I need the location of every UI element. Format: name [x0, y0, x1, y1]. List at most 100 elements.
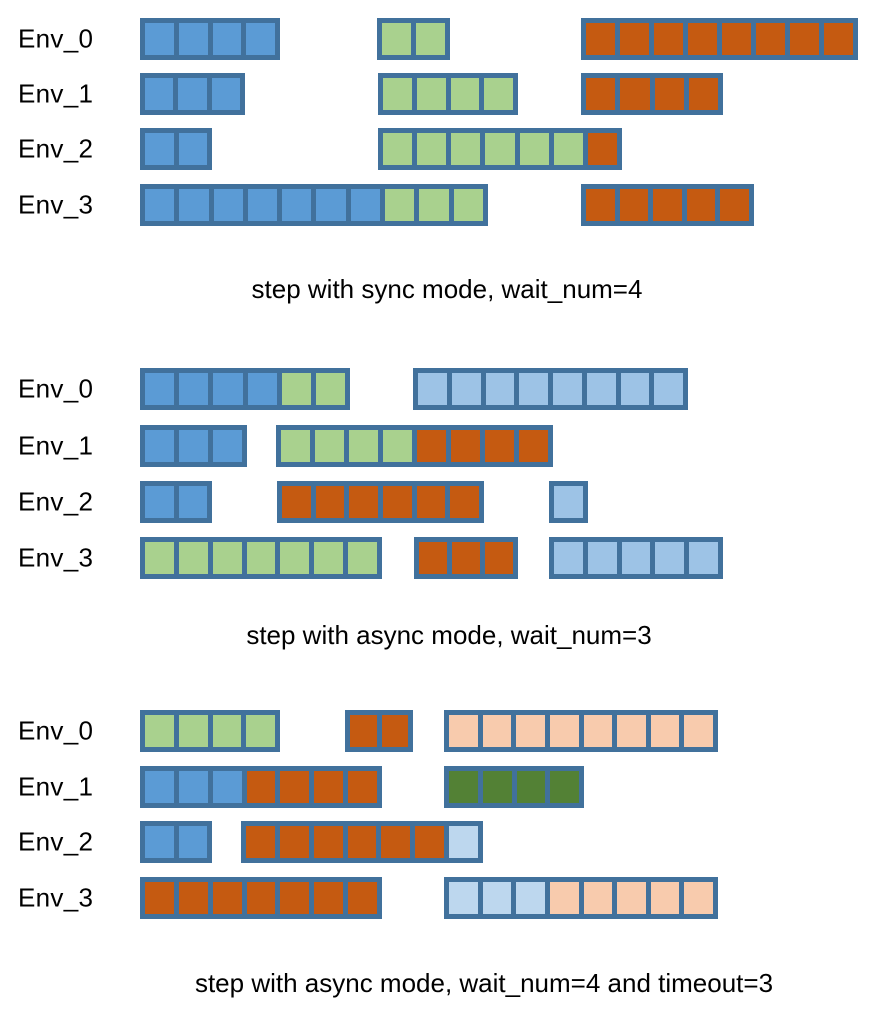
step-cell-orange — [419, 542, 447, 574]
step-bar — [444, 766, 584, 808]
row-label: Env_2 — [18, 133, 94, 164]
step-bar — [140, 425, 247, 467]
step-cell-blue — [145, 826, 174, 858]
step-bar — [444, 877, 718, 919]
step-cell-orange — [519, 430, 548, 462]
step-cell-orange — [212, 882, 242, 914]
step-bar — [581, 184, 754, 226]
step-cell-green — [212, 715, 242, 747]
step-cell-orange — [381, 826, 411, 858]
step-cell-orange — [348, 771, 378, 803]
step-cell-green — [382, 23, 411, 55]
step-cell-orange — [654, 23, 683, 55]
step-cell-green — [451, 133, 481, 165]
step-cell-blue — [179, 373, 209, 405]
step-cell-blue — [145, 133, 174, 165]
step-cell-light_blue — [554, 486, 583, 518]
step-cell-green — [453, 189, 483, 221]
step-cell-blue — [145, 771, 174, 803]
step-cell-orange — [347, 826, 377, 858]
step-cell-blue — [145, 189, 175, 221]
row-label: Env_1 — [18, 78, 94, 109]
step-cell-green — [383, 133, 413, 165]
step-cell-blue — [350, 189, 381, 221]
step-cell-green — [280, 542, 310, 574]
step-cell-green — [485, 133, 515, 165]
step-cell-blue — [145, 373, 175, 405]
step-cell-dark_green — [449, 771, 478, 803]
step-cell-green — [348, 542, 378, 574]
step-cell-light_blue — [554, 542, 583, 574]
step-cell-peach — [549, 882, 579, 914]
panel-caption: step with sync mode, wait_num=4 — [251, 274, 643, 304]
step-cell-blue — [247, 189, 278, 221]
step-cell-blue — [213, 430, 242, 462]
step-cell-dark_green — [516, 771, 546, 803]
step-cell-orange — [246, 882, 276, 914]
step-cell-pale_blue — [482, 882, 512, 914]
step-bar — [140, 184, 488, 226]
step-cell-orange — [145, 882, 174, 914]
step-cell-orange — [417, 430, 446, 462]
step-cell-orange — [314, 882, 344, 914]
step-cell-orange — [348, 882, 378, 914]
step-cell-blue — [145, 23, 174, 55]
step-cell-orange — [586, 189, 615, 221]
step-cell-pale_blue — [516, 882, 545, 914]
step-bar — [140, 128, 212, 170]
step-cell-orange — [280, 771, 310, 803]
step-cell-dark_green — [550, 771, 579, 803]
step-cell-orange — [722, 23, 751, 55]
step-cell-peach — [583, 715, 613, 747]
step-cell-orange — [688, 78, 718, 110]
row-label: Env_2 — [18, 486, 94, 517]
step-cell-blue — [178, 78, 207, 110]
step-cell-orange — [653, 189, 682, 221]
step-bar — [140, 877, 382, 919]
step-bar — [414, 537, 518, 579]
step-cell-green — [383, 78, 412, 110]
step-cell-orange — [620, 78, 650, 110]
step-cell-orange — [587, 133, 617, 165]
step-cell-light_blue — [451, 373, 481, 405]
step-cell-pale_blue — [449, 826, 479, 858]
step-cell-green — [145, 715, 174, 747]
step-cell-orange — [282, 486, 311, 518]
step-cell-green — [315, 430, 344, 462]
step-cell-orange — [280, 882, 310, 914]
step-bar — [277, 481, 484, 523]
step-bar — [140, 821, 212, 863]
step-cell-orange — [451, 430, 480, 462]
step-bar — [378, 73, 518, 115]
step-bar — [140, 710, 280, 752]
step-cell-blue — [213, 189, 243, 221]
step-cell-blue — [178, 826, 207, 858]
step-cell-green — [315, 373, 346, 405]
step-cell-green — [281, 373, 311, 405]
step-bar — [581, 73, 723, 115]
step-cell-blue — [247, 373, 277, 405]
step-cell-orange — [315, 486, 345, 518]
step-cell-peach — [549, 715, 579, 747]
step-cell-green — [349, 430, 378, 462]
step-bar — [140, 73, 245, 115]
step-bar — [444, 710, 718, 752]
step-cell-green — [417, 133, 447, 165]
step-cell-peach — [449, 715, 478, 747]
step-cell-orange — [619, 189, 649, 221]
step-cell-green — [553, 133, 583, 165]
step-cell-light_blue — [587, 542, 617, 574]
step-cell-blue — [179, 189, 209, 221]
step-cell-peach — [684, 715, 713, 747]
step-cell-orange — [485, 542, 513, 574]
step-cell-orange — [688, 23, 717, 55]
row-label: Env_0 — [18, 23, 94, 54]
step-cell-orange — [824, 23, 853, 55]
step-cell-blue — [211, 78, 240, 110]
step-cell-orange — [654, 78, 684, 110]
row-label: Env_0 — [18, 715, 94, 746]
step-cell-green — [212, 542, 242, 574]
step-cell-green — [281, 430, 310, 462]
step-cell-pale_blue — [449, 882, 478, 914]
step-cell-blue — [246, 23, 275, 55]
